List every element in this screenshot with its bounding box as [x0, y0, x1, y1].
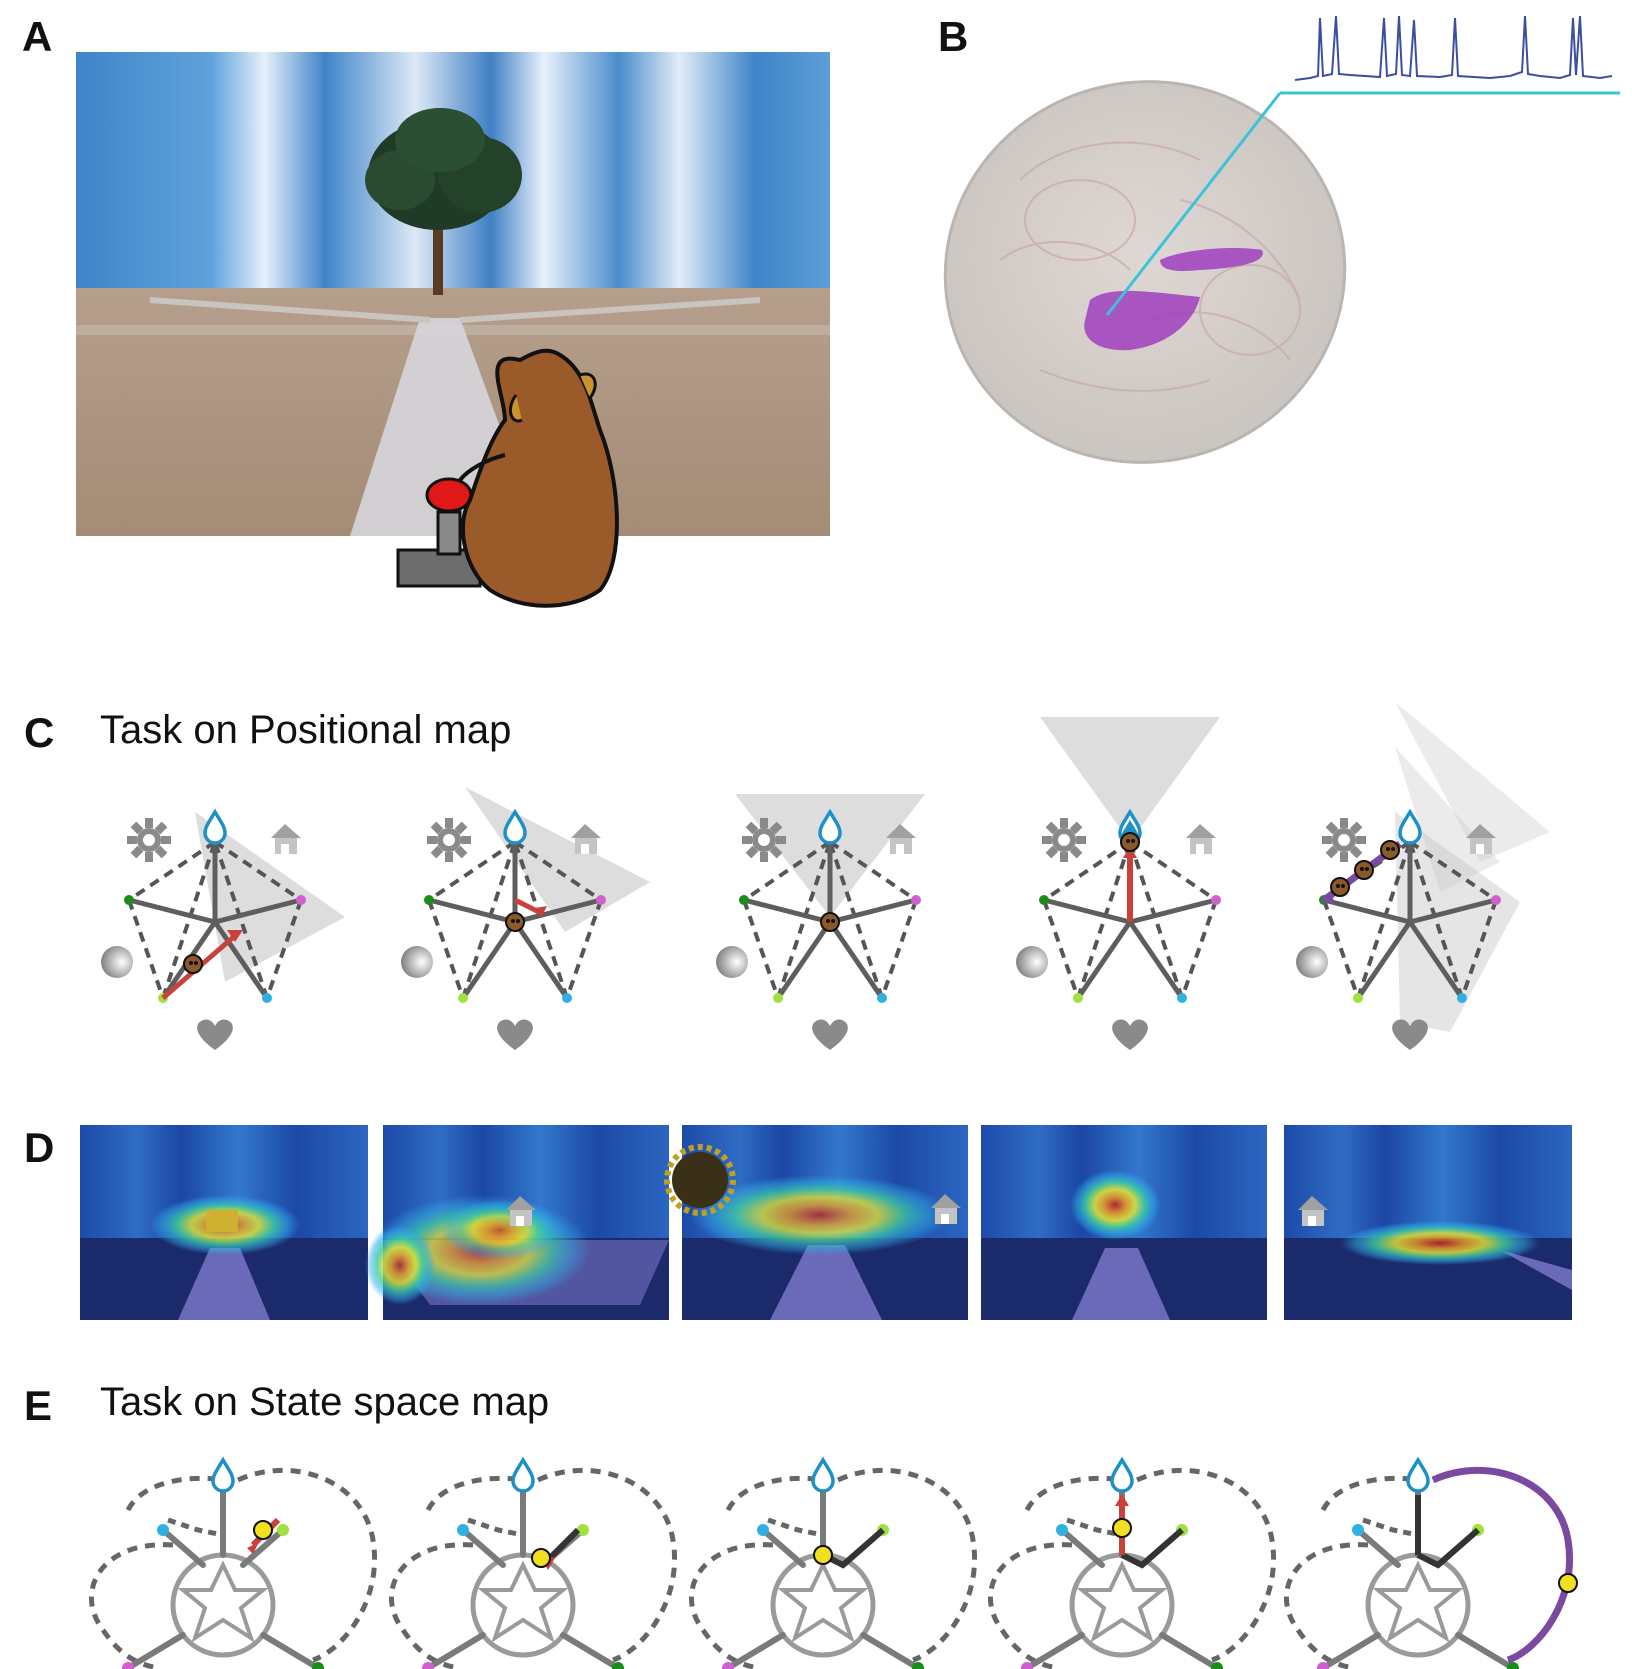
panel-a-vr-scene [76, 52, 830, 608]
panel-d-gaze-heatmaps [80, 1125, 1572, 1320]
electrode [1105, 91, 1620, 316]
heatmap-frame-3 [664, 1125, 968, 1320]
panel-label-e: E [24, 1382, 53, 1429]
panel-e-state-space-maps [91, 1460, 1578, 1669]
panel-b-brain-recording [943, 15, 1620, 464]
state-map-4 [990, 1460, 1273, 1669]
panel-label-b: B [938, 13, 969, 60]
state-map-3 [691, 1460, 974, 1669]
state-map-2 [391, 1460, 674, 1669]
panel-title-c: Task on Positional map [100, 708, 512, 752]
state-map-1 [91, 1460, 374, 1669]
monkey-with-joystick [396, 348, 619, 608]
positional-map-5 [1296, 702, 1550, 1050]
panel-title-e: Task on State space map [100, 1380, 550, 1424]
positional-map-2 [401, 787, 650, 1050]
panel-label-a: A [22, 13, 53, 60]
positional-map-1 [101, 812, 345, 1050]
panel-c-positional-maps [101, 702, 1550, 1050]
heatmap-frame-5 [1284, 1125, 1572, 1320]
positional-map-4 [1016, 717, 1242, 1050]
heatmap-frame-1 [80, 1125, 368, 1320]
state-map-5 [1286, 1460, 1578, 1669]
panel-label-c: C [24, 709, 55, 756]
panel-label-d: D [24, 1124, 55, 1171]
spike-trace [1294, 15, 1613, 81]
positional-map-3 [716, 794, 942, 1050]
heatmap-frame-4 [981, 1125, 1267, 1320]
tree-landmark [365, 108, 522, 295]
heatmap-frame-2 [365, 1125, 669, 1320]
